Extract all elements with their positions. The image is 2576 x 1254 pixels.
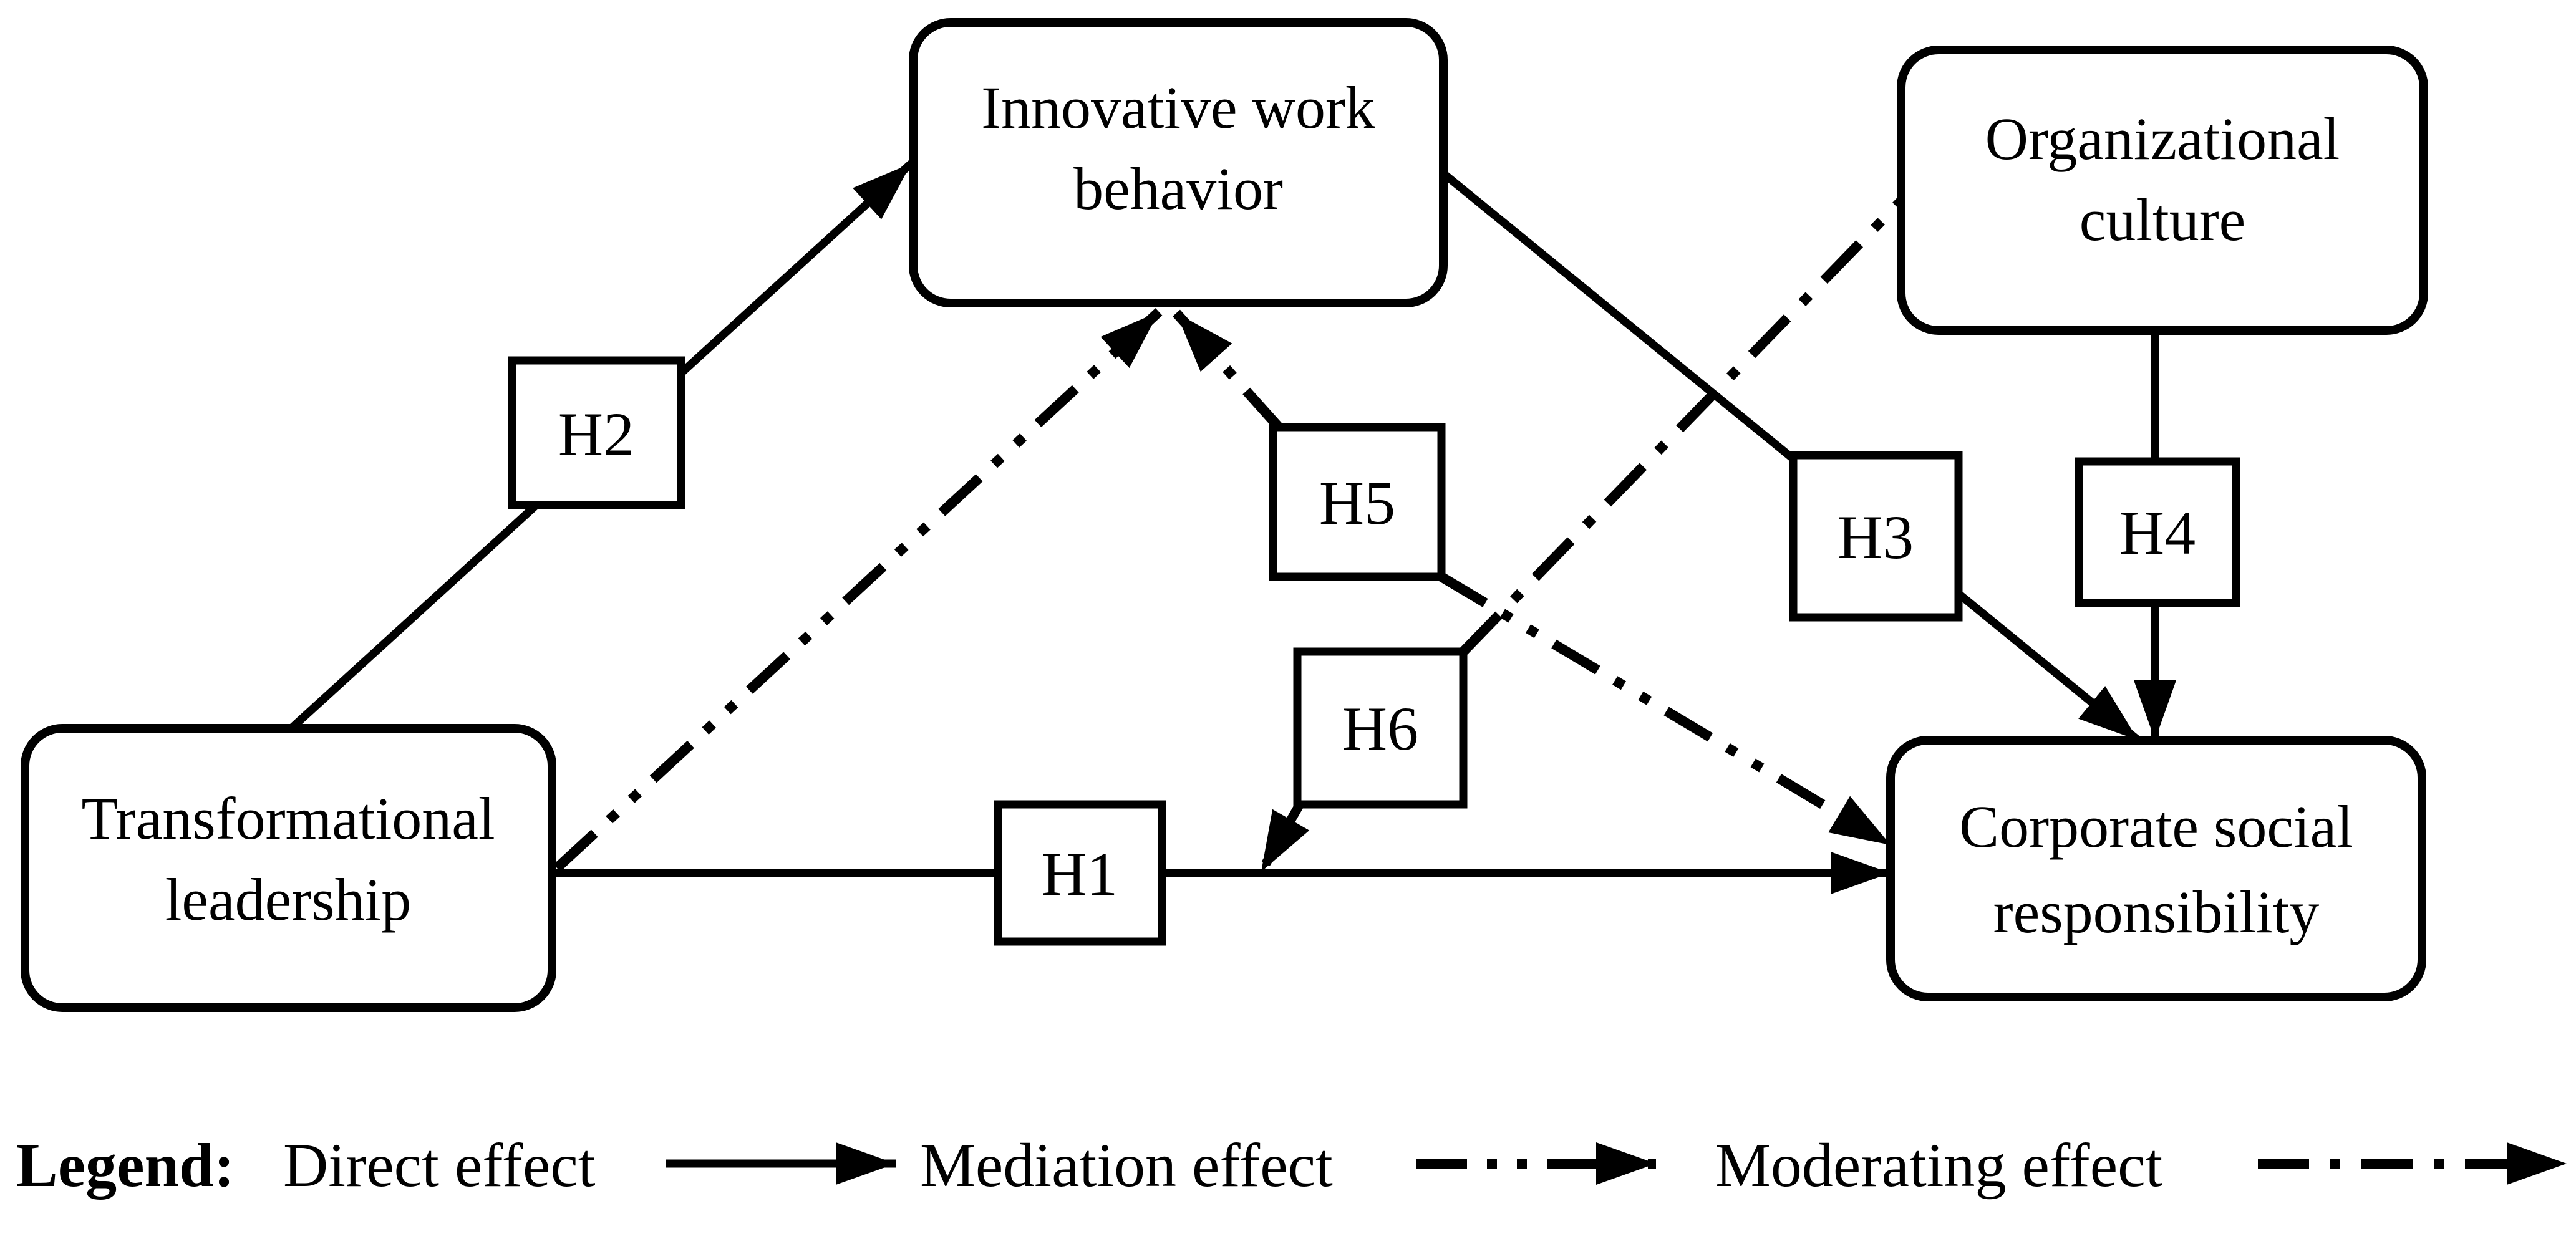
hypothesis-box-h2 <box>508 356 685 509</box>
node-organizational-culture <box>1897 46 2428 335</box>
legend-item-direct-label: Direct effect <box>283 1131 596 1200</box>
legend-item-mediation-label: Mediation effect <box>920 1131 1333 1200</box>
hypothesis-box-h3 <box>1789 451 1963 622</box>
node-innovative-work-behavior <box>909 18 1448 307</box>
node-organizational-culture-label-line1: Organizational <box>1985 105 2340 172</box>
hypothesis-label-h3: H3 <box>1838 503 1914 572</box>
node-corporate-social-responsibility-label-line1: Corporate social <box>1959 793 2353 860</box>
edge-h6-to-h1path-moderating <box>1257 801 1310 874</box>
edge-h5-to-iwb-mediation <box>1173 309 1284 433</box>
hypothesis-label-h6: H6 <box>1342 694 1418 763</box>
node-transformational-leadership-label-line2: leadership <box>165 866 412 933</box>
edge-tl-to-iwb-mediation <box>553 308 1163 872</box>
node-innovative-work-behavior-label-line1: Innovative work <box>981 74 1375 141</box>
edge-h6-to-oc-moderating <box>1460 197 1905 655</box>
hypothesis-label-h5: H5 <box>1319 468 1395 538</box>
node-corporate-social-responsibility <box>1886 736 2426 1001</box>
hypothesis-label-h1: H1 <box>1042 839 1118 909</box>
hypothesis-box-h6 <box>1293 647 1468 809</box>
legend-title: Legend: <box>16 1131 235 1200</box>
hypothesis-box-h5 <box>1269 423 1446 581</box>
edge-h5-to-csr-mediation <box>1438 572 1894 849</box>
hypothesis-box-h4 <box>2075 457 2240 607</box>
legend-item-moderating-label: Moderating effect <box>1715 1131 2163 1200</box>
node-innovative-work-behavior-label-line2: behavior <box>1073 155 1283 222</box>
hypothesis-label-h4: H4 <box>2119 498 2196 567</box>
hypothesis-label-h2: H2 <box>558 400 634 469</box>
hypothesis-box-h1 <box>994 800 1166 946</box>
node-organizational-culture-label-line2: culture <box>2080 186 2246 253</box>
node-transformational-leadership <box>21 724 556 1012</box>
node-corporate-social-responsibility-label-line2: responsibility <box>1993 879 2320 945</box>
node-transformational-leadership-label-line1: Transformational <box>81 785 495 852</box>
